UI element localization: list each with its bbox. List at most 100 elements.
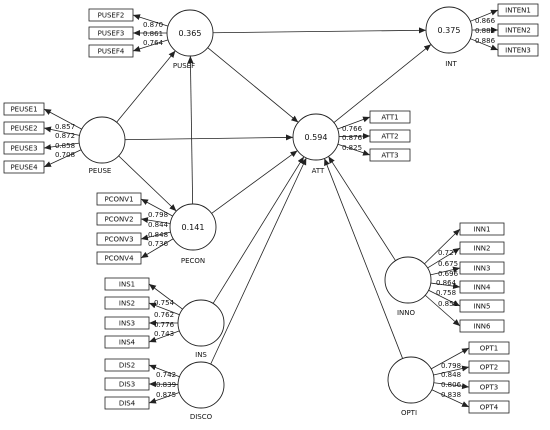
indicator-ins3[interactable]: INS3 (104, 316, 150, 330)
construct-int-name: INT (445, 60, 457, 68)
indicator-opt2[interactable]: OPT2 (468, 360, 510, 374)
indicator-inten1[interactable]: INTEN1 (497, 3, 539, 17)
loading-opt4: 0.838 (441, 391, 461, 399)
indicator-box (104, 396, 150, 410)
loading-arrow-peuse2 (43, 126, 80, 136)
construct-att[interactable]: 0.594 ATT (292, 113, 340, 175)
indicator-opt4[interactable]: OPT4 (468, 400, 510, 414)
indicator-inn1[interactable]: INN1 (459, 222, 505, 236)
construct-pecon[interactable]: 0.141 PECON (169, 203, 217, 265)
path-opti-to-att (324, 158, 403, 359)
loading-arrow-pconv3 (140, 231, 171, 241)
indicator-label: INS4 (119, 339, 136, 347)
indicator-label: OPT4 (480, 404, 499, 412)
loading-arrow-pconv1 (140, 198, 173, 217)
loading-att1: 0.766 (342, 125, 363, 133)
indicator-pconv1[interactable]: PCONV1 (96, 192, 142, 206)
loading-arrow-opt1 (430, 347, 470, 370)
indicator-opt1[interactable]: OPT1 (468, 341, 510, 355)
indicator-ins2[interactable]: INS2 (104, 296, 150, 310)
indicator-box (459, 261, 505, 275)
indicator-inn3[interactable]: INN3 (459, 261, 505, 275)
indicator-label: PUSEF3 (98, 30, 125, 38)
indicator-box (104, 277, 150, 291)
indicator-peuse3[interactable]: PEUSE3 (3, 141, 45, 155)
loading-arrow-inn2 (427, 247, 461, 269)
construct-pusef-name: PUSEF (173, 62, 195, 70)
indicator-att1[interactable]: ATT1 (369, 110, 411, 124)
loading-pusef2: 0.870 (143, 21, 163, 29)
construct-ins[interactable]: INS (177, 299, 225, 359)
path-pecon-to-pusef (187, 55, 194, 205)
indicator-inn5[interactable]: INN5 (459, 299, 505, 313)
loading-opt2: 0.848 (441, 371, 461, 379)
indicator-pusef3[interactable]: PUSEF3 (88, 26, 134, 40)
indicator-box (104, 335, 150, 349)
construct-int-circle (425, 6, 473, 54)
loading-ins2: 0.762 (154, 311, 174, 319)
loading-att3: 0.825 (342, 144, 362, 152)
loading-arrow-peuse4 (43, 149, 82, 168)
loading-pconv4: 0.736 (148, 240, 169, 248)
indicator-dis2[interactable]: DIS2 (104, 358, 150, 372)
path-pecon-to-att (211, 150, 298, 214)
indicator-att3[interactable]: ATT3 (369, 148, 411, 162)
indicator-label: INN3 (474, 265, 491, 273)
loading-arrow-inn3 (430, 266, 461, 276)
indicator-label: ATT2 (381, 133, 398, 141)
indicator-peuse2[interactable]: PEUSE2 (3, 121, 45, 135)
construct-int[interactable]: 0.375 INT (425, 6, 473, 68)
loading-dis3: 0.839 (156, 381, 176, 389)
indicator-pusef4[interactable]: PUSEF4 (88, 44, 134, 58)
indicator-inn2[interactable]: INN2 (459, 241, 505, 255)
construct-pecon-name: PECON (181, 257, 205, 265)
loading-inn3: 0.696 (438, 270, 459, 278)
indicator-inn4[interactable]: INN4 (459, 280, 505, 294)
indicator-pconv2[interactable]: PCONV2 (96, 212, 142, 226)
indicator-box (104, 377, 150, 391)
indicator-ins1[interactable]: INS1 (104, 277, 150, 291)
construct-att-circle (292, 113, 340, 161)
construct-pusef[interactable]: 0.365 PUSEF (166, 9, 214, 70)
indicator-label: INS1 (119, 281, 135, 289)
construct-opti-circle (387, 356, 435, 404)
structural-paths (116, 27, 432, 365)
indicator-ins4[interactable]: INS4 (104, 335, 150, 349)
indicator-box (468, 380, 510, 394)
indicator-label: PCONV1 (104, 196, 133, 204)
indicator-inten3[interactable]: INTEN3 (497, 43, 539, 57)
indicator-opt3[interactable]: OPT3 (468, 380, 510, 394)
indicator-att2[interactable]: ATT2 (369, 129, 411, 143)
indicator-peuse1[interactable]: PEUSE1 (3, 102, 45, 116)
indicator-box (104, 316, 150, 330)
indicator-peuse4[interactable]: PEUSE4 (3, 160, 45, 174)
indicator-box (104, 358, 150, 372)
indicator-box (497, 43, 539, 57)
indicator-pusef2[interactable]: PUSEF2 (88, 8, 134, 22)
loading-att2: 0.876 (342, 134, 363, 142)
indicator-inn6[interactable]: INN6 (459, 319, 505, 333)
loading-arrow-inn1 (424, 228, 461, 265)
construct-peuse-name: PEUSE (89, 167, 112, 175)
construct-opti[interactable]: OPTI (387, 356, 435, 417)
path-disco-to-att (210, 157, 307, 365)
indicator-box (104, 296, 150, 310)
indicator-label: INN4 (474, 284, 492, 292)
indicator-label: DIS2 (119, 362, 135, 370)
indicator-dis4[interactable]: DIS4 (104, 396, 150, 410)
indicator-label: PCONV4 (104, 255, 134, 263)
loading-inn4: 0.864 (436, 279, 457, 287)
path-pusef-to-att (207, 47, 299, 123)
loading-arrow-peuse3 (43, 142, 80, 151)
indicator-label: OPT3 (480, 384, 498, 392)
construct-inno[interactable]: INNO (384, 256, 432, 317)
indicator-box (497, 3, 539, 17)
indicator-inten2[interactable]: INTEN2 (497, 23, 539, 37)
indicator-pconv4[interactable]: PCONV4 (96, 251, 142, 265)
indicator-dis3[interactable]: DIS3 (104, 377, 150, 391)
construct-peuse[interactable]: PEUSE (78, 116, 126, 175)
loading-arrow-inn6 (424, 294, 461, 327)
indicator-pconv3[interactable]: PCONV3 (96, 232, 142, 246)
construct-disco[interactable]: DISCO (177, 361, 225, 421)
